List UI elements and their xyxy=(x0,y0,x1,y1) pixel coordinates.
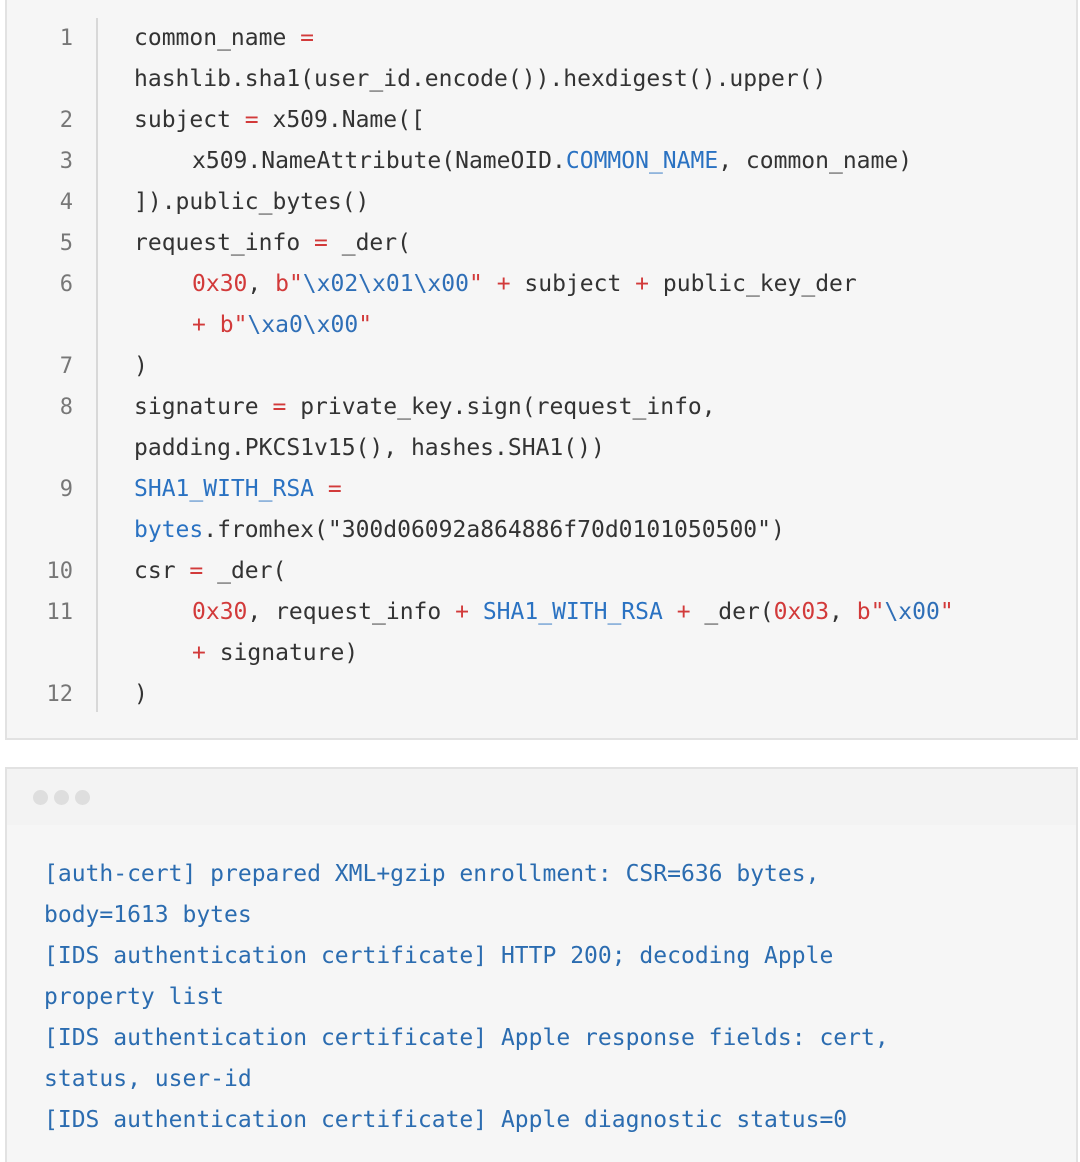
code-line-1-wrap: hashlib.sha1(user_id.encode()).hexdigest… xyxy=(134,66,827,92)
terminal-line: body=1613 bytes xyxy=(44,902,252,928)
code-line-8: 8 signature = private_key.sign(request_i… xyxy=(7,387,1076,428)
terminal-output-panel: [auth-cert] prepared XML+gzip enrollment… xyxy=(5,767,1078,1162)
window-dot-icon xyxy=(54,790,69,805)
code-line-6-wrap: + b"\xa0\x00" xyxy=(192,312,373,338)
terminal-line: [auth-cert] prepared XML+gzip enrollment… xyxy=(44,861,820,887)
code-line-11-wrap: + signature) xyxy=(192,640,359,666)
line-number: 12 xyxy=(46,682,74,707)
line-number: 7 xyxy=(59,354,73,379)
terminal-line: [IDS authentication certificate] Apple d… xyxy=(44,1107,848,1133)
code-line-8-wrap: padding.PKCS1v15(), hashes.SHA1()) xyxy=(134,435,605,461)
code-line-5: 5 request_info = _der( xyxy=(7,223,1076,264)
code-line-12: 12 ) xyxy=(7,674,1076,715)
code-line-7: 7 ) xyxy=(7,346,1076,387)
line-number: 5 xyxy=(59,231,73,256)
code-line-9-wrap: bytes.fromhex("300d06092a864886f70d01010… xyxy=(134,517,785,543)
line-number: 6 xyxy=(59,272,73,297)
line-number: 1 xyxy=(59,26,73,51)
line-number: 10 xyxy=(46,559,74,584)
terminal-line: status, user-id xyxy=(44,1066,252,1092)
code-line-2: 2 subject = x509.Name([ xyxy=(7,100,1076,141)
terminal-line: [IDS authentication certificate] Apple r… xyxy=(44,1025,889,1051)
line-number: 11 xyxy=(46,600,74,625)
terminal-line: property list xyxy=(44,984,225,1010)
code-line-6: 6 0x30, b"\x02\x01\x00" + subject + publ… xyxy=(7,264,1076,305)
line-number: 2 xyxy=(59,108,73,133)
code-line-9: 9 SHA1_WITH_RSA = xyxy=(7,469,1076,510)
line-number: 9 xyxy=(59,477,73,502)
code-line-10: 10 csr = _der( xyxy=(7,551,1076,592)
gutter-divider xyxy=(96,18,98,712)
window-dot-icon xyxy=(75,790,90,805)
window-dot-icon xyxy=(33,790,48,805)
line-number: 8 xyxy=(59,395,73,420)
line-number: 3 xyxy=(59,149,73,174)
terminal-line: [IDS authentication certificate] HTTP 20… xyxy=(44,943,834,969)
line-number: 4 xyxy=(59,190,73,215)
code-line-1: 1 common_name = xyxy=(7,18,1076,59)
code-line-3: 3 x509.NameAttribute(NameOID.COMMON_NAME… xyxy=(7,141,1076,182)
terminal-title-bar xyxy=(7,769,1076,825)
code-block: 1 common_name = hashlib.sha1(user_id.enc… xyxy=(5,0,1078,740)
code-line-4: 4 ]).public_bytes() xyxy=(7,182,1076,223)
code-line-11: 11 0x30, request_info + SHA1_WITH_RSA + … xyxy=(7,592,1076,633)
